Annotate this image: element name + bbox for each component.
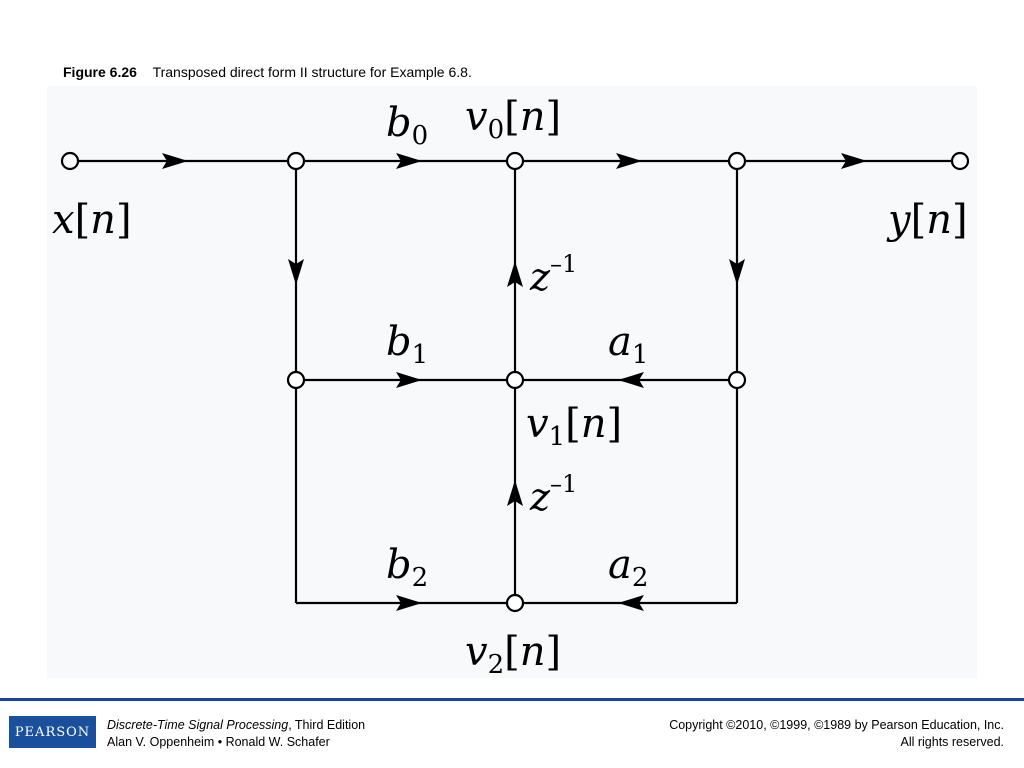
- coefficient-b2: b2: [386, 542, 428, 593]
- arrow-right-v0: [616, 153, 642, 169]
- coefficient-a1: a1: [608, 319, 648, 370]
- book-edition: , Third Edition: [288, 718, 366, 732]
- footer-divider: [0, 698, 1024, 701]
- pearson-logo: PEARSON: [9, 716, 96, 748]
- label-input: x[n]: [52, 197, 132, 243]
- copyright-line: Copyright ©2010, ©1999, ©1989 by Pearson…: [669, 718, 1004, 732]
- delay-label-upper: z–1: [529, 250, 577, 299]
- book-title: Discrete-Time Signal Processing: [107, 718, 289, 732]
- coefficient-a2: a2: [608, 542, 648, 593]
- signal-flow-graph: x[n] y[n] v0[n] v1[n] v2[n] b0 b1 b2: [52, 94, 970, 678]
- node-v0: [505, 151, 525, 171]
- node-v1: [505, 370, 525, 390]
- figure-caption: Figure 6.26 Transposed direct form II st…: [63, 64, 472, 80]
- label-v0: v0[n]: [465, 94, 561, 145]
- label-v1: v1[n]: [526, 401, 622, 452]
- node-v2: [505, 593, 525, 613]
- arrow-right-input: [162, 153, 188, 169]
- arrow-left-a1: [618, 372, 644, 388]
- arrow-right-b2: [396, 595, 422, 611]
- label-v2: v2[n]: [465, 629, 561, 678]
- arrow-right-b0: [396, 153, 422, 169]
- arrow-right-b1: [396, 372, 422, 388]
- coefficient-b1: b1: [386, 319, 428, 370]
- rights-line: All rights reserved.: [900, 735, 1004, 749]
- node-right-mid: [727, 370, 747, 390]
- node-left-mid: [286, 370, 306, 390]
- node-split: [286, 151, 306, 171]
- footer-title-line: Discrete-Time Signal Processing, Third E…: [107, 717, 365, 734]
- arrow-right-output: [841, 153, 867, 169]
- arrow-down-left: [288, 259, 304, 285]
- arrow-up-delay-upper: [507, 261, 523, 287]
- node-output: [950, 151, 970, 171]
- arrow-left-a2: [618, 595, 644, 611]
- delay-label-lower: z–1: [529, 470, 577, 519]
- node-tap: [727, 151, 747, 171]
- arrow-up-delay-lower: [507, 480, 523, 506]
- footer-copyright-block: Copyright ©2010, ©1999, ©1989 by Pearson…: [669, 717, 1004, 751]
- arrow-down-right: [729, 259, 745, 285]
- book-authors: Alan V. Oppenheim • Ronald W. Schafer: [107, 735, 330, 749]
- coefficient-b0: b0: [386, 100, 428, 151]
- footer-book-info: Discrete-Time Signal Processing, Third E…: [107, 717, 365, 751]
- node-input: [60, 151, 80, 171]
- diagram-panel: x[n] y[n] v0[n] v1[n] v2[n] b0 b1 b2: [47, 86, 977, 678]
- figure-number: Figure 6.26: [63, 64, 137, 80]
- figure-caption-text: Transposed direct form II structure for …: [152, 64, 472, 80]
- label-output: y[n]: [886, 197, 968, 243]
